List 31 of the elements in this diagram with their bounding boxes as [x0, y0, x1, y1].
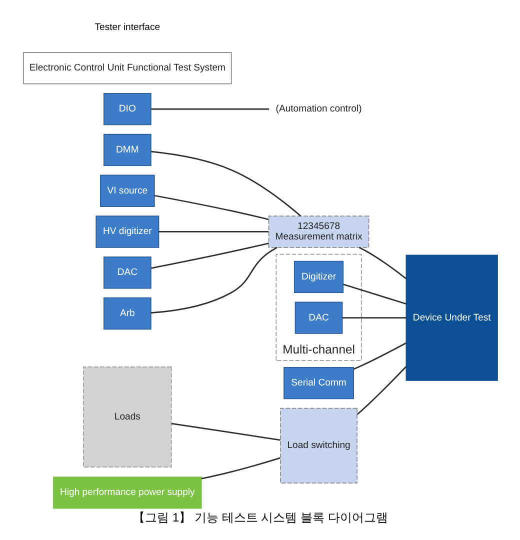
- node-box: 12345678 Measurement matrix: [268, 216, 369, 248]
- connector: [170, 422, 280, 441]
- node-box: DMM: [103, 134, 151, 166]
- node-text: (Automation control): [275, 104, 362, 115]
- connector: [352, 342, 406, 370]
- caption: 【그림 1】 기능 테스트 시스템 블록 다이어그램: [132, 510, 388, 525]
- node-box: VI source: [100, 174, 154, 207]
- node-box: Arb: [103, 297, 151, 330]
- connector: [342, 317, 406, 319]
- connector: [200, 457, 280, 480]
- node-box: DAC: [103, 256, 151, 289]
- connector: [150, 242, 268, 269]
- node-box: Loads: [82, 366, 172, 468]
- connector: [342, 284, 406, 305]
- connector: [150, 246, 277, 314]
- node-box: DAC: [294, 302, 342, 334]
- connector: [358, 246, 406, 280]
- node-box: DIO: [103, 93, 151, 126]
- node-box: Electronic Control Unit Functional Test System: [22, 52, 232, 84]
- connector: [150, 108, 269, 110]
- connector: [150, 150, 301, 217]
- label: Tester interface: [94, 22, 160, 33]
- connector: [158, 231, 268, 232]
- node-box: HV digitizer: [95, 216, 159, 248]
- connector: [356, 366, 406, 415]
- node-box: Device Under Test: [405, 254, 498, 381]
- node-box: Digitizer: [293, 260, 344, 294]
- node-box: High performance power supply: [52, 476, 202, 509]
- connector: [154, 194, 268, 220]
- node-box: Serial Comm: [283, 366, 354, 400]
- node-box: Load switching: [280, 408, 357, 484]
